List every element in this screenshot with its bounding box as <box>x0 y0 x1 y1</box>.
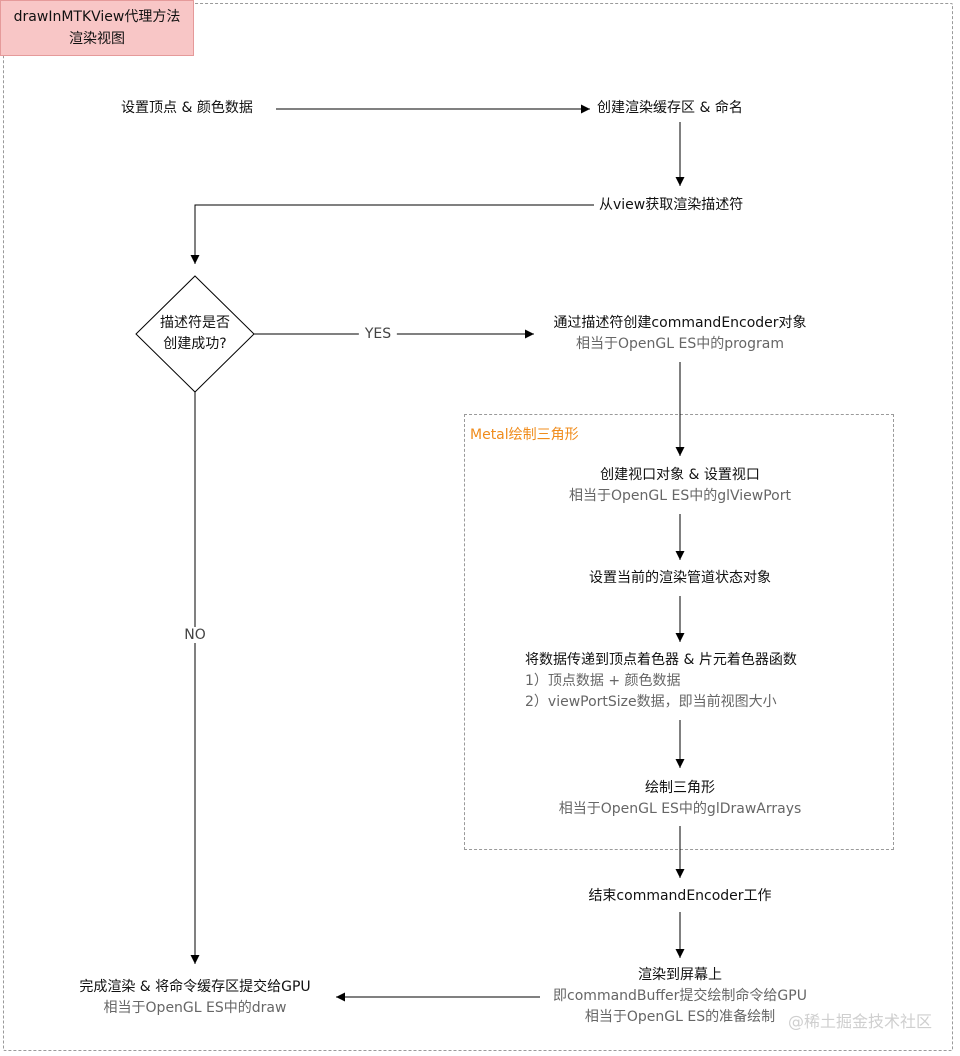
edge-descriptor-to-decision <box>190 204 594 264</box>
node-set-pipeline: 设置当前的渲染管道状态对象 <box>589 570 771 586</box>
node-end-encoder: 结束commandEncoder工作 <box>588 888 772 904</box>
metal-group-frame <box>464 414 894 850</box>
pass-data-sub-2: 2）viewPortSize数据，即当前视图大小 <box>525 694 777 710</box>
decision-line-2: 创建成功? <box>163 336 227 352</box>
node-draw-triangle: 绘制三角形 相当于OpenGL ES中的glDrawArrays <box>559 778 802 820</box>
title-box: drawInMTKView代理方法 渲染视图 <box>0 0 194 56</box>
present-sub-1: 即commandBuffer提交绘制命令给GPU <box>553 988 807 1004</box>
node-decision: 描述符是否 创建成功? <box>160 313 230 355</box>
decision-line-1: 描述符是否 <box>160 315 230 331</box>
draw-triangle-title: 绘制三角形 <box>644 780 715 796</box>
title-line-2: 渲染视图 <box>69 31 125 47</box>
title-line-1: drawInMTKView代理方法 <box>13 9 181 25</box>
node-create-buffer: 创建渲染缓存区 & 命名 <box>597 100 743 116</box>
present-sub-2: 相当于OpenGL ES的准备绘制 <box>584 1009 776 1025</box>
pass-data-sub-1: 1）顶点数据 + 颜色数据 <box>525 673 681 689</box>
create-viewport-sub: 相当于OpenGL ES中的glViewPort <box>569 488 791 504</box>
node-finish: 完成渲染 & 将命令缓存区提交给GPU 相当于OpenGL ES中的draw <box>79 977 310 1019</box>
create-encoder-title: 通过描述符创建commandEncoder对象 <box>553 315 807 331</box>
watermark: @稀土掘金技术社区 <box>787 1012 932 1031</box>
create-viewport-title: 创建视口对象 & 设置视口 <box>600 467 760 483</box>
finish-title: 完成渲染 & 将命令缓存区提交给GPU <box>79 979 311 995</box>
finish-sub: 相当于OpenGL ES中的draw <box>103 1000 287 1016</box>
node-create-viewport: 创建视口对象 & 设置视口 相当于OpenGL ES中的glViewPort <box>569 465 791 507</box>
node-set-vertex: 设置顶点 & 颜色数据 <box>121 100 253 116</box>
draw-triangle-sub: 相当于OpenGL ES中的glDrawArrays <box>558 801 802 817</box>
present-title: 渲染到屏幕上 <box>637 967 722 983</box>
node-pass-data: 将数据传递到顶点着色器 & 片元着色器函数 1）顶点数据 + 颜色数据 2）vi… <box>525 650 797 713</box>
edge-label-no: NO <box>178 627 212 643</box>
pass-data-title: 将数据传递到顶点着色器 & 片元着色器函数 <box>525 652 797 668</box>
node-create-encoder: 通过描述符创建commandEncoder对象 相当于OpenGL ES中的pr… <box>553 313 806 355</box>
node-present: 渲染到屏幕上 即commandBuffer提交绘制命令给GPU 相当于OpenG… <box>553 965 807 1028</box>
create-encoder-sub: 相当于OpenGL ES中的program <box>576 336 784 352</box>
node-get-descriptor: 从view获取渲染描述符 <box>599 197 744 213</box>
metal-group-label: Metal绘制三角形 <box>470 427 579 443</box>
edge-label-yes: YES <box>358 326 398 342</box>
outer-dashed-frame <box>3 3 953 1051</box>
